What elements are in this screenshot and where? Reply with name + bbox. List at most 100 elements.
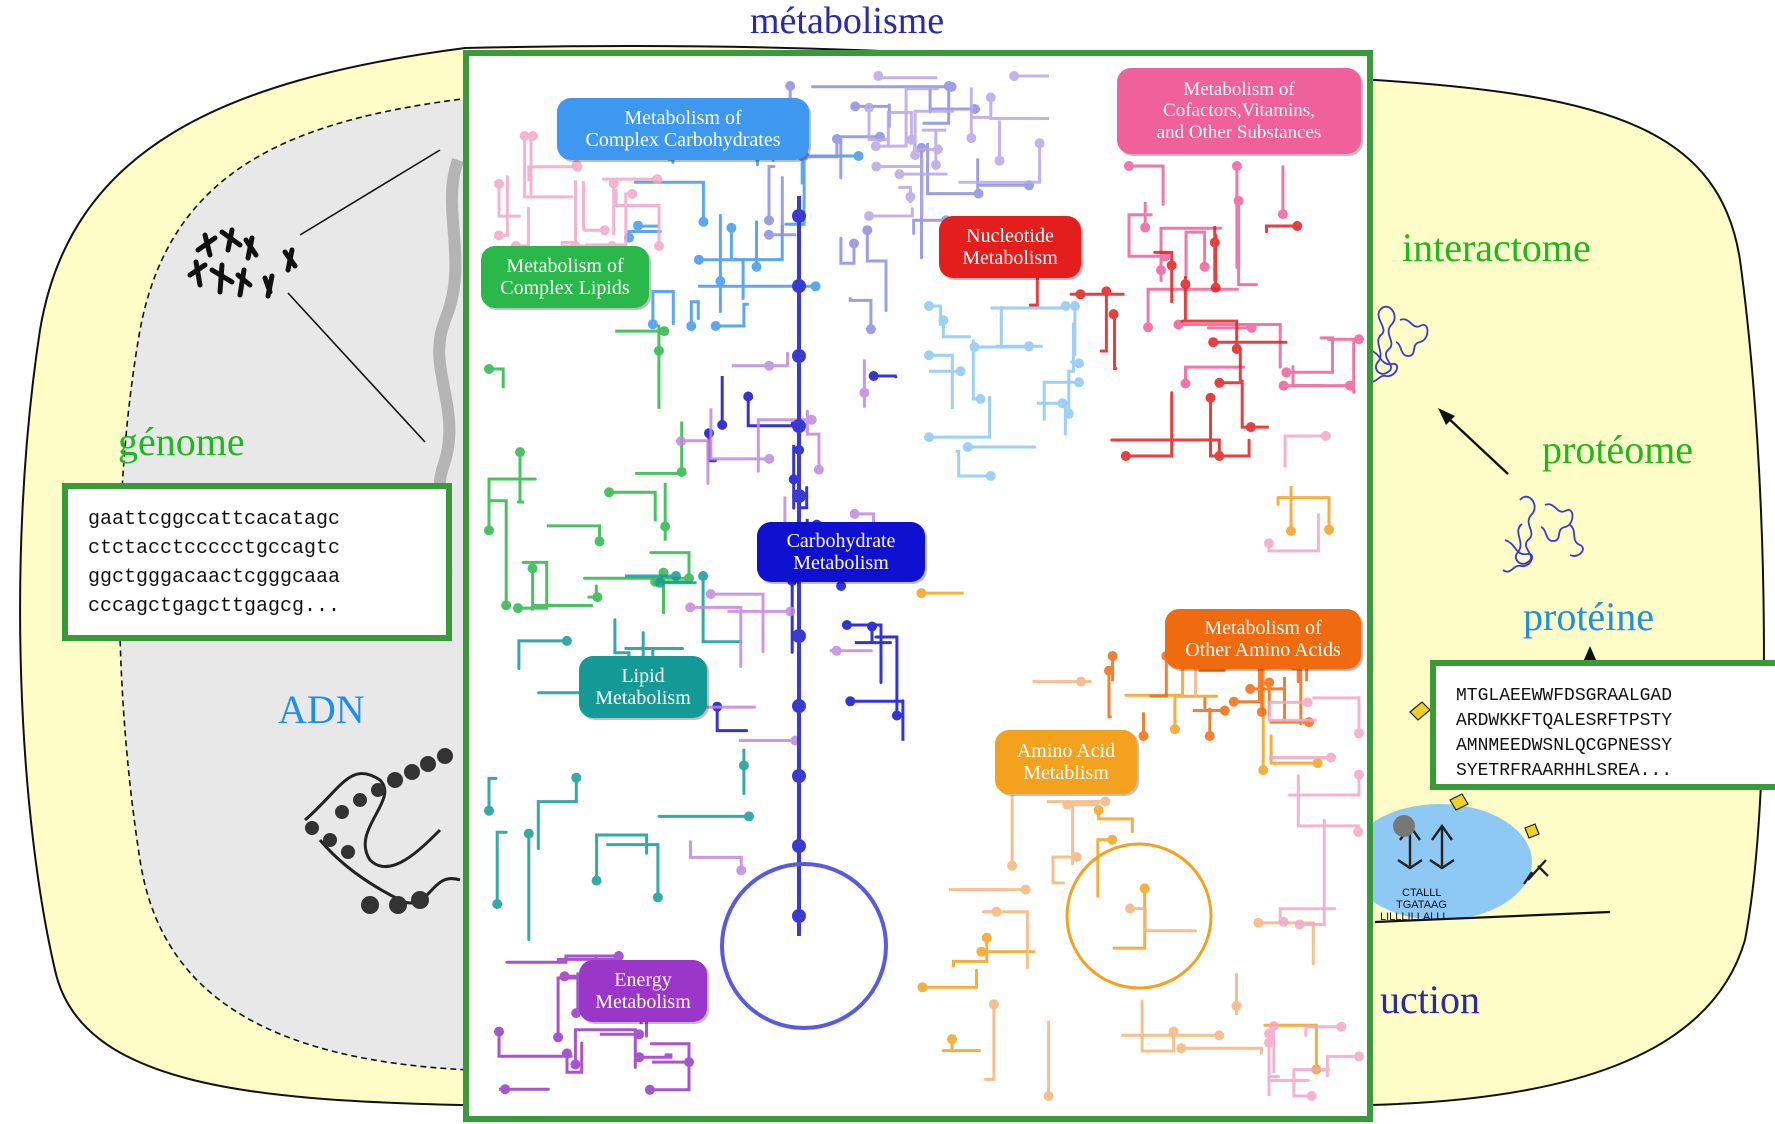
pathway-line (1248, 677, 1286, 722)
metabolite-node (492, 899, 503, 909)
metabolite-node (792, 489, 806, 503)
metabolite-node (1180, 378, 1191, 389)
pathway-line (784, 154, 806, 226)
metabolite-node (1302, 697, 1313, 708)
metabolite-node (1124, 161, 1134, 171)
pathway-line (845, 623, 883, 684)
pathway-line (607, 490, 657, 522)
pathway-other-amino-acids[interactable]: Metabolism of Other Amino Acids (1165, 609, 1361, 669)
metabolite-node (1024, 341, 1035, 352)
metabolite-node (864, 102, 874, 113)
chromosomes-icon (187, 227, 298, 299)
metabolite-node (659, 326, 670, 337)
pathway-line (497, 1030, 573, 1058)
metabolite-node (744, 811, 754, 822)
pathway-line (1184, 230, 1207, 279)
metabolite-node (930, 160, 941, 170)
ribosome-seq-line1: CTALLL (1402, 887, 1442, 899)
pathway-line (688, 605, 743, 668)
metabolite-node (738, 760, 749, 771)
metabolite-node (654, 577, 665, 588)
metabolite-node (831, 645, 842, 656)
metabolite-node (873, 71, 884, 81)
metabolite-node (1125, 903, 1136, 914)
pathway-label-line: Energy (614, 968, 672, 991)
pathway-nucleotide[interactable]: Nucleotide Metabolism (939, 216, 1081, 278)
metabolite-node (932, 144, 943, 155)
pathway-line (527, 165, 579, 182)
protein-sequence-box: MTGLAEEWWFDSGRAALGAD ARDWKKFTQALESRFTPST… (1430, 660, 1775, 790)
metabolite-node (871, 161, 882, 172)
pathway-line (1269, 734, 1320, 765)
metabolite-node (652, 892, 663, 903)
pathway-cluster (864, 71, 1049, 221)
metabolite-node (613, 951, 624, 961)
pathway-line (1276, 496, 1331, 532)
pathway-label-line: Other Amino Acids (1185, 639, 1341, 661)
pathway-line (1127, 164, 1165, 206)
pathway-label-line: Metabolism of (506, 254, 624, 277)
pathway-line (1312, 696, 1361, 735)
metabolite-node (1107, 651, 1118, 661)
metabolite-node (1245, 422, 1256, 433)
pathway-line (1192, 697, 1227, 712)
arrow-head-interactome (1438, 408, 1455, 425)
ribosome-site (1393, 815, 1415, 837)
metabolite-node (1219, 705, 1230, 716)
metabolite-node (985, 471, 996, 481)
metabolic-pathway-network (484, 71, 1364, 1101)
metabolite-node (988, 999, 999, 1010)
pathway-cofactors-vitamins[interactable]: Metabolism of Cofactors,Vitamins, and Ot… (1117, 68, 1361, 154)
metabolite-node (1007, 860, 1018, 871)
metabolite-node (1204, 731, 1215, 741)
metabolite-node (1353, 826, 1364, 837)
pathway-carbohydrate[interactable]: Carbohydrate Metabolism (757, 522, 925, 582)
pathway-line (633, 180, 705, 224)
pathway-line (731, 351, 789, 368)
pathway-complex-carbohydrates[interactable]: Metabolism of Complex Carbohydrates (557, 98, 809, 160)
metabolite-node (1108, 309, 1119, 320)
metabolite-node (785, 81, 796, 91)
pathway-line (927, 395, 992, 439)
pathway-line (488, 499, 508, 607)
metabolite-node (570, 1059, 581, 1070)
pathway-line (1232, 664, 1261, 704)
pathway-cluster (1029, 221, 1303, 461)
pathway-lipid[interactable]: Lipid Metabolism (579, 656, 707, 718)
pathway-line (1110, 438, 1221, 458)
metabolite-node (891, 710, 902, 721)
metabolite-node (686, 321, 697, 331)
pathway-line (487, 477, 537, 532)
pathway-line (989, 96, 1049, 120)
metabolite-node (571, 160, 582, 170)
metabolite-node (836, 581, 847, 591)
metabolite-node (1140, 222, 1151, 233)
metabolite-node (1071, 852, 1082, 862)
pathway-line (746, 395, 794, 428)
pathway-line (516, 450, 525, 504)
metabolite-node (1354, 728, 1364, 739)
pathway-line (648, 1042, 691, 1092)
metabolite-node (924, 432, 934, 443)
pathway-line (1051, 855, 1079, 885)
pathway-line (1298, 818, 1326, 926)
metabolite-node (1166, 260, 1177, 271)
ribosome-seq-line3: LILLLILLALLL (1380, 911, 1449, 923)
pathway-amino-acid[interactable]: Amino Acid Metablism (995, 730, 1137, 794)
pathway-line (767, 176, 796, 237)
pathway-line (546, 524, 601, 543)
pathway-complex-lipids[interactable]: Metabolism of Complex Lipids (481, 246, 649, 308)
pathway-energy[interactable]: Energy Metabolism (579, 960, 707, 1022)
dna-seq-line: ggctgggacaactcgggcaaa (88, 566, 341, 589)
pathway-line (689, 300, 700, 328)
pathway-line (1099, 289, 1108, 353)
metabolite-node (792, 209, 806, 223)
metabolite-node (1100, 796, 1111, 807)
metabolite-node (850, 101, 861, 112)
label-traduction: uction (1380, 977, 1480, 1022)
metabolite-node (1306, 1091, 1317, 1101)
pathway-line (582, 180, 607, 232)
metabolite-node (1107, 834, 1118, 845)
pathway-label-line: Cofactors,Vitamins, (1163, 100, 1315, 122)
dna-seq-line: ctctacctccccctgccagtc (88, 537, 341, 560)
